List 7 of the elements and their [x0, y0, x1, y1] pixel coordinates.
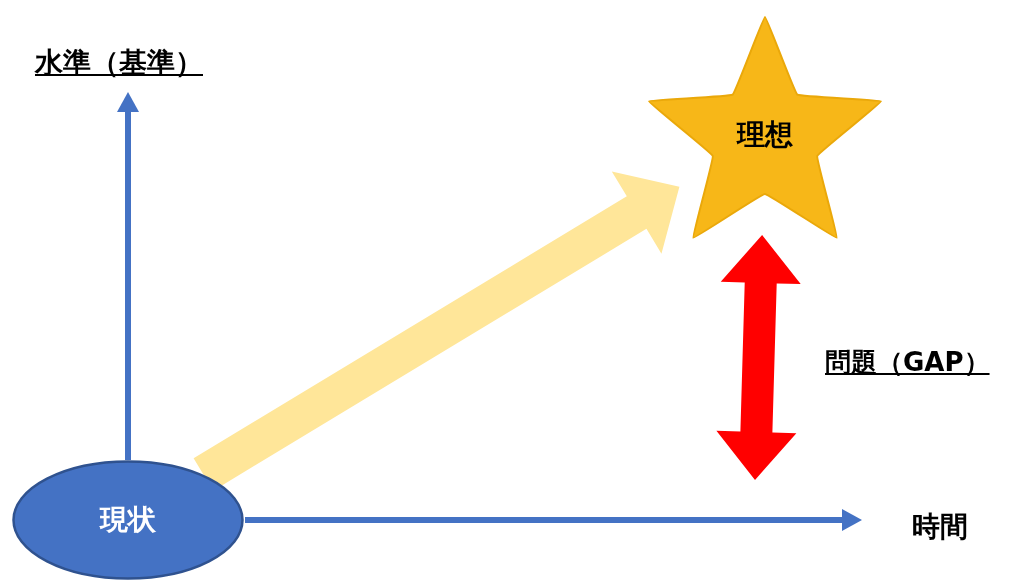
node-label: 理想: [737, 117, 793, 153]
node-label: 現状: [100, 502, 156, 538]
axis-title: 水準（基準）: [35, 45, 203, 81]
axis-title: 時間: [912, 509, 968, 545]
edge-label: 問題（GAP）: [825, 346, 990, 379]
ellipse-node: [12, 460, 244, 580]
block-arrow: [716, 234, 801, 480]
